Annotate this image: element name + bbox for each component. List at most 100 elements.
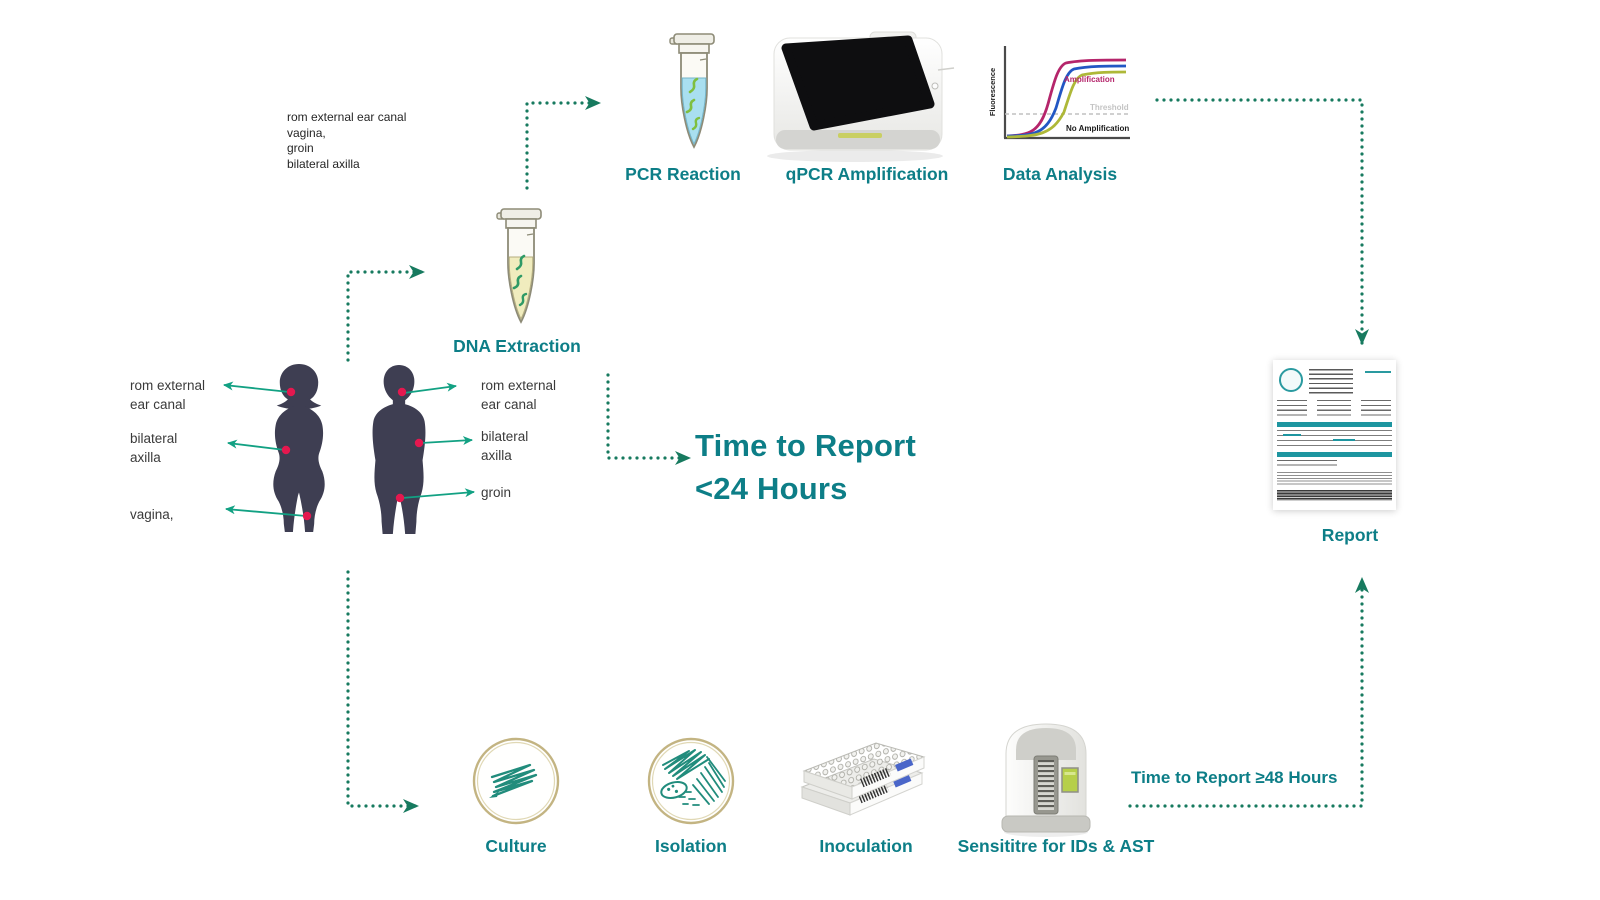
step-label-culture: Culture: [485, 836, 547, 856]
microplate-top: [802, 742, 926, 800]
step-label-data-analysis: Data Analysis: [1002, 164, 1118, 184]
report-info-column: [1277, 400, 1307, 418]
curve-green: [1006, 70, 1127, 139]
sensititre-machine-icon: [1001, 723, 1091, 837]
isolation-dish-icon: [647, 737, 735, 825]
report-info-column: [1361, 400, 1391, 418]
site-label-line: ear canal: [130, 397, 186, 412]
report-logo: [1279, 368, 1303, 392]
dna-squiggle: [512, 274, 523, 290]
report-subhead-lines: [1277, 460, 1337, 468]
plate-label-blue: [895, 758, 914, 772]
machine-shadow: [767, 150, 943, 162]
culture-streak-arrow: [489, 791, 499, 798]
sensititre-trays: [1038, 760, 1054, 810]
dna-extraction-tube-icon: [496, 208, 542, 324]
machine-base: [776, 130, 940, 149]
site-label-left-ear: rom external ear canal: [130, 376, 205, 414]
dna-squiggle: [691, 116, 701, 131]
time-slow-bold: Time to Report: [1131, 768, 1251, 787]
male-silhouette: [372, 365, 426, 534]
report-section-band: [1277, 422, 1392, 427]
step-label-report: Report: [1321, 525, 1379, 545]
report-header-text: [1309, 369, 1353, 395]
site-label-line: rom external: [481, 378, 557, 393]
sensititre-top-cap: [1016, 728, 1076, 760]
site-label-left-axilla: bilateral axilla: [130, 429, 177, 467]
inoculation-plates-icon: [800, 742, 926, 816]
dna-squiggle: [518, 292, 528, 307]
culture-streak: [490, 763, 538, 798]
machine-slot-line: [937, 67, 955, 71]
specimen-note-line: rom external ear canal: [287, 110, 407, 124]
time-to-report-fast: Time to Report <24 Hours: [695, 424, 916, 510]
step-label-isolation: Isolation: [655, 836, 727, 856]
female-head: [276, 364, 322, 410]
tube-liquid-yellow: [508, 256, 534, 321]
sensititre-screen-line: [1064, 772, 1076, 775]
site-label-line: bilateral: [481, 429, 529, 444]
site-label-right-axilla: bilateral axilla: [481, 427, 528, 465]
report-table-accent: [1283, 434, 1301, 436]
male-body: [372, 402, 426, 534]
site-label-left-vagina: vagina,: [130, 505, 174, 524]
specimen-note-line: vagina,: [287, 125, 326, 140]
sensititre-base: [1001, 815, 1091, 833]
step-label-dna-extraction: DNA Extraction: [453, 336, 581, 356]
female-neck: [293, 400, 305, 409]
step-label-inoculation: Inoculation: [819, 836, 913, 856]
time-slow-rest: ≥48 Hours: [1250, 768, 1338, 787]
dish-inner-rim: [476, 741, 556, 821]
threshold-label: Threshold: [1090, 103, 1129, 112]
female-silhouette: [273, 364, 325, 532]
isolation-streak-top: [662, 749, 710, 780]
specimen-note-line: groin: [287, 141, 314, 155]
tube-cap-rim: [678, 43, 710, 54]
report-ref-line: [1365, 371, 1391, 373]
report-paragraph-lines: [1277, 472, 1392, 486]
isolated-colony-circle: [660, 781, 688, 799]
specimen-note: rom external ear canal vagina, groin bil…: [287, 110, 406, 172]
site-label-line: bilateral: [130, 431, 178, 446]
report-table-accent: [1333, 439, 1355, 441]
site-label-right-ear: rom external ear canal: [481, 376, 556, 414]
report-document: [1273, 360, 1396, 510]
tube-cap: [673, 33, 715, 45]
report-info-column: [1317, 400, 1351, 418]
machine-screen: [781, 35, 935, 131]
dish-inner-rim: [651, 741, 731, 821]
y-axis-label: Fluorescence: [988, 68, 997, 116]
site-label-line: ear canal: [481, 397, 537, 412]
no-amplification-label: No Amplification: [1066, 124, 1129, 133]
sensititre-screen: [1061, 767, 1079, 793]
dish-rim: [647, 737, 735, 825]
step-label-sensititre: Sensititre for IDs & AST: [957, 836, 1155, 856]
site-label-right-groin: groin: [481, 483, 511, 502]
time-fast-line2: <24 Hours: [695, 471, 848, 506]
dna-squiggle: [688, 77, 699, 94]
arrow-body-to-dna-extraction: [346, 265, 426, 362]
arrow-body-to-culture: [346, 570, 420, 813]
isolation-streak-hatch: [692, 756, 726, 805]
plate-label-blue: [893, 774, 912, 788]
pcr-reaction-tube-icon: [669, 33, 715, 149]
curve-blue: [1006, 64, 1127, 138]
report-dense-block: [1277, 490, 1392, 501]
site-label-line: axilla: [481, 448, 512, 463]
tube-mark: [526, 233, 534, 236]
time-to-report-slow: Time to Report ≥48 Hours: [1131, 768, 1337, 788]
amplification-chart: Fluorescence Amplification Threshold No …: [988, 46, 1130, 140]
curve-magenta: [1006, 58, 1127, 138]
step-label-qpcr-amplification: qPCR Amplification: [785, 164, 949, 184]
site-label-line: groin: [481, 485, 512, 500]
machine-button: [931, 82, 939, 90]
specimen-note-line: bilateral axilla: [287, 156, 360, 171]
tube-liquid-blue: [681, 77, 707, 146]
site-label-line: axilla: [130, 450, 161, 465]
arrow-analysis-to-report: [1155, 98, 1369, 346]
site-label-line: vagina,: [130, 507, 174, 522]
female-body: [273, 404, 325, 532]
amplification-label: Amplification: [1064, 75, 1115, 84]
plate-barcode: [858, 783, 890, 804]
